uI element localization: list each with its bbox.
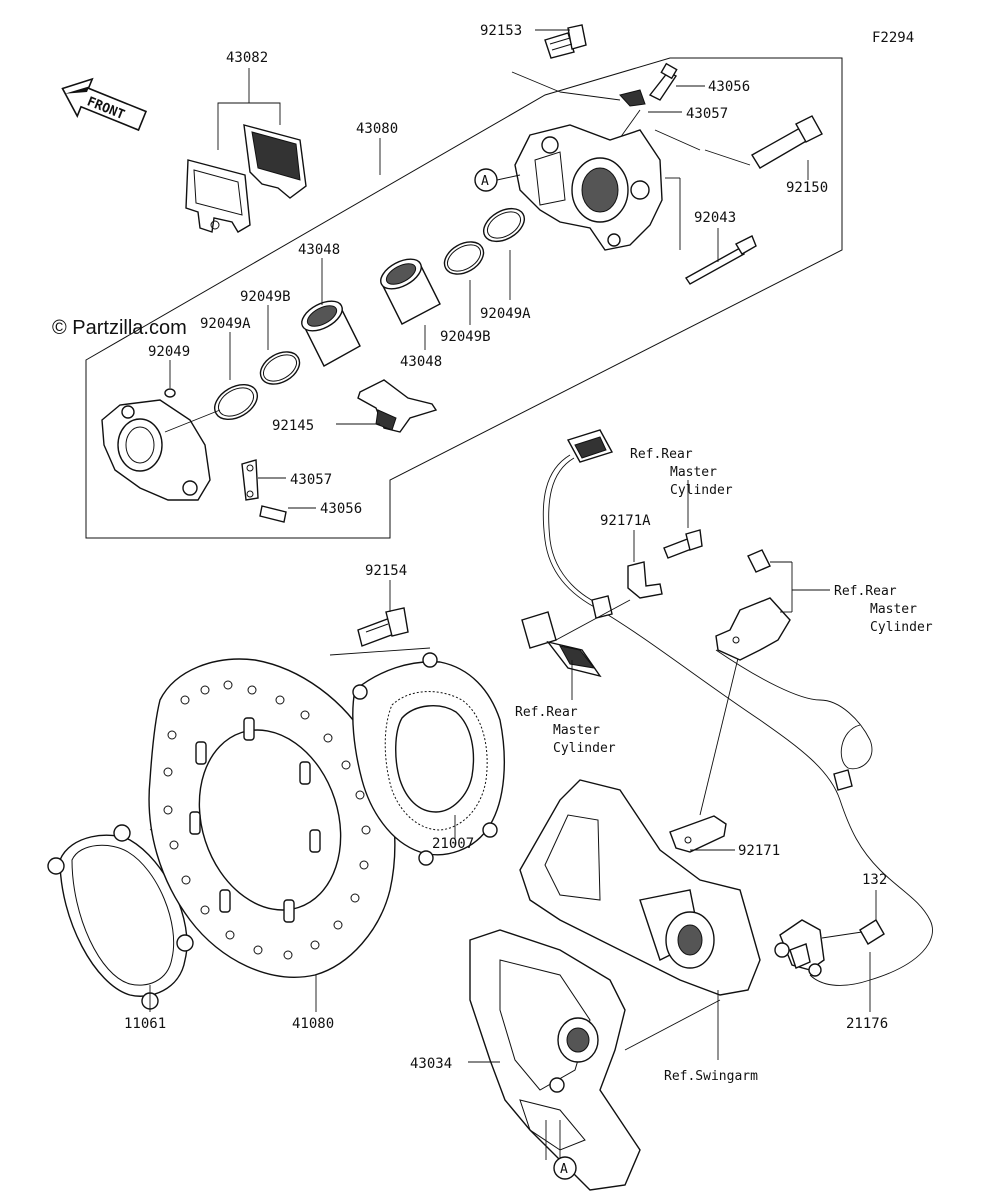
disc-cooling-holes: [163, 680, 371, 960]
label-92049: 92049: [148, 344, 190, 360]
disc-bolt-92154: [329, 580, 431, 656]
ref-left-line2: Master: [553, 723, 600, 738]
bleeder-valve-bottom: [241, 459, 316, 523]
washer-92049: [164, 360, 176, 398]
ref-right-line2: Master: [870, 602, 917, 617]
label-92049a-left: 92049A: [200, 316, 251, 332]
label-43056-top: 43056: [708, 79, 750, 95]
ref-rear-master-left: Ref.Rear Master Cylinder: [515, 705, 616, 756]
ref-top-line1: Ref.Rear: [630, 447, 693, 462]
label-43048-left: 43048: [298, 242, 340, 258]
marker-a-bottom: A: [560, 1162, 568, 1177]
marker-a-top: A: [481, 174, 489, 189]
label-92049b-left: 92049B: [240, 289, 291, 305]
label-132: 132: [862, 872, 887, 888]
wheel-speed-sensor-21176: [774, 919, 825, 977]
seal-92049b-right: [443, 241, 485, 325]
label-43057-bottom: 43057: [290, 472, 332, 488]
label-43057-top: 43057: [686, 106, 728, 122]
label-43034: 43034: [410, 1056, 452, 1072]
caliper-assembly-frame: [85, 57, 843, 539]
ref-top-line3: Cylinder: [670, 483, 733, 498]
pad-spring-92145: [336, 379, 438, 433]
label-43080: 43080: [356, 121, 398, 137]
ref-right-line3: Cylinder: [870, 620, 933, 635]
brake-disc-41080: [148, 658, 396, 1012]
brake-pads: [185, 68, 307, 233]
clip-92171: [669, 649, 741, 853]
label-92154: 92154: [365, 563, 407, 579]
ref-left-line1: Ref.Rear: [515, 705, 578, 720]
ref-left-line3: Cylinder: [553, 741, 616, 756]
caliper-bracket-43034: A: [468, 929, 721, 1191]
label-21007: 21007: [432, 836, 474, 852]
seal-92049b-left: [259, 305, 301, 385]
swingarm-ref: [519, 779, 761, 1060]
seal-92049a-right: [483, 207, 525, 300]
label-92153: 92153: [480, 23, 522, 39]
gasket-11061: [47, 799, 211, 1012]
piston-43048-left: [301, 258, 361, 367]
figure-code: F2294: [872, 30, 914, 46]
pin-92043: [684, 228, 757, 285]
hose-bracket-right: [715, 549, 830, 701]
ref-swingarm: Ref.Swingarm: [664, 1069, 758, 1084]
label-21176: 21176: [846, 1016, 888, 1032]
seal-92049a-left: [214, 332, 258, 421]
bolt-92153: [511, 24, 621, 101]
ref-right-line1: Ref.Rear: [834, 584, 897, 599]
label-92171a: 92171A: [600, 513, 651, 529]
abs-rotor-21007: [352, 652, 506, 866]
bolt-132: [821, 890, 885, 945]
ref-rear-master-top: Ref.Rear Master Cylinder: [630, 447, 733, 498]
label-92145: 92145: [272, 418, 314, 434]
watermark: © Partzilla.com: [52, 317, 187, 339]
abs-sensor-harness: [542, 429, 933, 1012]
master-cylinder-connector-left: [521, 599, 631, 700]
label-92171: 92171: [738, 843, 780, 859]
caliper-half-right: A: [474, 124, 751, 251]
label-43048-right: 43048: [400, 354, 442, 370]
label-43056-bottom: 43056: [320, 501, 362, 517]
label-92049b-right: 92049B: [440, 329, 491, 345]
label-41080: 41080: [292, 1016, 334, 1032]
piston-43048-right: [380, 258, 441, 350]
ref-rear-master-right: Ref.Rear Master Cylinder: [834, 584, 933, 635]
label-92043: 92043: [694, 210, 736, 226]
ref-top-line2: Master: [670, 465, 717, 480]
label-92150: 92150: [786, 180, 828, 196]
label-92049a-right: 92049A: [480, 306, 531, 322]
bolt-92150: [751, 115, 823, 180]
label-11061: 11061: [124, 1016, 166, 1032]
caliper-half-left: [101, 399, 221, 501]
bleeder-valve-top: [614, 62, 705, 146]
label-43082: 43082: [226, 50, 268, 66]
clip-92171a: [627, 480, 703, 599]
front-direction-arrow-icon: FRONT: [61, 77, 148, 132]
